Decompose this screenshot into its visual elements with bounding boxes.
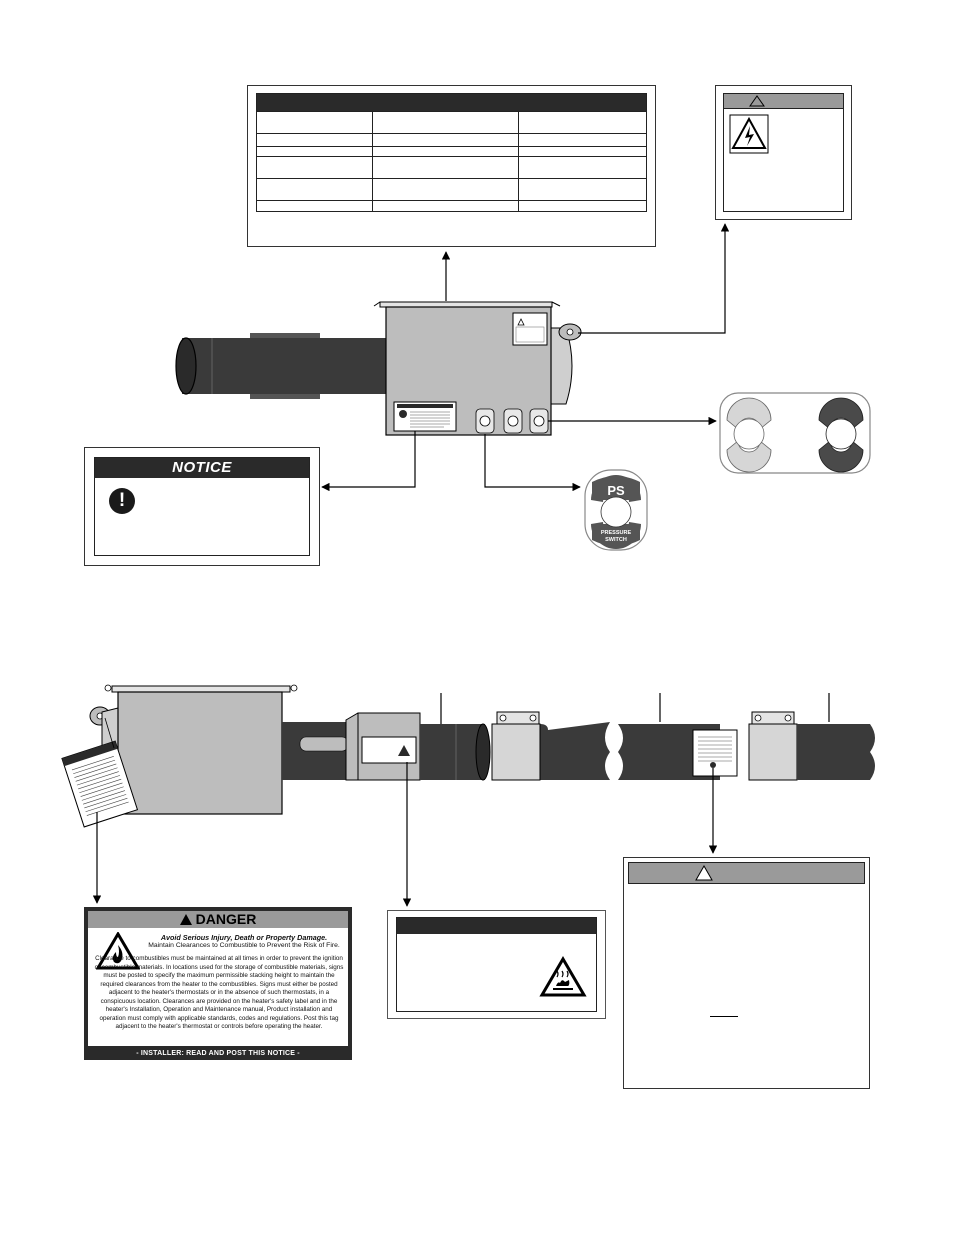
caution-underline — [710, 1016, 738, 1017]
hot-decal — [361, 736, 417, 764]
top-burner-assembly — [175, 301, 582, 436]
spec-table-label — [247, 85, 656, 247]
ps-abbr: PS — [607, 483, 625, 498]
hot-surface-icon — [539, 956, 587, 997]
shock-label-header — [724, 94, 843, 109]
danger-title: DANGER — [195, 911, 257, 927]
burner-tube — [182, 338, 388, 394]
danger-label: DANGER Avoid Serious Injury, Death or Pr… — [84, 907, 352, 1060]
electric-shock-icon — [729, 114, 769, 154]
electric-shock-label — [715, 85, 852, 220]
pressure-switch-symbol: PS PRESSURE SWITCH — [584, 469, 648, 551]
box-lid — [379, 301, 553, 308]
notice-title: NOTICE — [95, 458, 309, 478]
top-leader-lines — [321, 223, 730, 492]
danger-header: DANGER — [88, 911, 348, 928]
fire-hazard-icon — [96, 932, 140, 970]
danger-subline: Maintain Clearances to Combustible to Pr… — [148, 942, 340, 949]
hot-surface-label — [387, 910, 606, 1019]
hot-label-header — [397, 918, 596, 934]
warning-triangle-icon — [179, 914, 192, 925]
warning-triangle-icon — [695, 864, 713, 881]
bottom-control-box — [117, 691, 283, 815]
indicator-lights — [475, 408, 549, 434]
bottom-burner-assembly — [61, 684, 875, 828]
spec-table — [256, 93, 647, 212]
caution-label-header — [628, 862, 865, 884]
danger-headline: Avoid Serious Injury, Death or Property … — [160, 933, 328, 942]
danger-footer: - INSTALLER: READ AND POST THIS NOTICE - — [136, 1050, 300, 1057]
danger-body: Clearance to combustibles must be mainta… — [94, 955, 344, 1030]
ps-line1: PRESSURE — [601, 530, 632, 536]
bottom-leader-lines — [92, 762, 718, 907]
exclamation-icon: ! — [109, 488, 135, 514]
spec-table-header — [256, 93, 647, 112]
ps-line2: SWITCH — [605, 537, 627, 543]
tube-end — [175, 337, 197, 395]
notice-label: NOTICE ! — [84, 447, 320, 566]
danger-hang-tag — [61, 740, 139, 828]
caution-label — [623, 857, 870, 1089]
indicator-light-legend — [719, 392, 871, 474]
